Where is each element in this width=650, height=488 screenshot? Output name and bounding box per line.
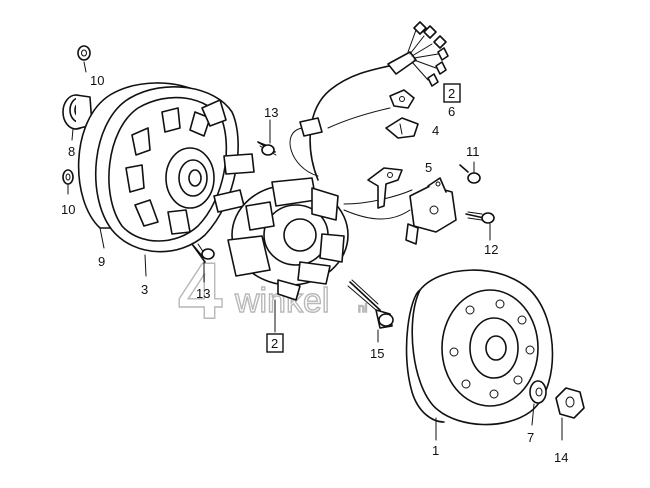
watermark-digit: 4: [178, 246, 223, 335]
label-part-13b: 13: [196, 286, 210, 301]
label-part-12: 12: [484, 242, 498, 257]
label-part-2a-box: 2: [443, 83, 461, 103]
label-part-15: 15: [370, 346, 384, 361]
watermark-suffix: nl: [358, 301, 367, 315]
bracket-5: [367, 167, 403, 209]
label-part-5: 5: [425, 160, 432, 175]
stator-cover-3: [94, 86, 255, 277]
nut-14: [555, 387, 585, 441]
label-part-13a: 13: [264, 105, 278, 120]
label-part-6: 6: [448, 104, 455, 119]
oil-seal-8: [62, 94, 93, 141]
bolt-15: [347, 279, 394, 343]
label-part-2b-box: 2: [266, 333, 284, 353]
label-part-7: 7: [527, 430, 534, 445]
washer-10-bottom: [62, 169, 74, 195]
label-part-10a: 10: [90, 73, 104, 88]
bolt-13-bottom: [191, 243, 215, 283]
flywheel-1: [405, 269, 554, 441]
label-part-3: 3: [141, 282, 148, 297]
washer-7: [529, 380, 547, 426]
label-part-2b: 2: [271, 336, 278, 351]
label-part-4: 4: [432, 123, 439, 138]
screw-11: [459, 161, 481, 184]
stator-2: [227, 177, 349, 333]
bolt-12: [465, 211, 495, 241]
label-part-9: 9: [98, 254, 105, 269]
clamp-4: [385, 117, 419, 139]
label-part-2a: 2: [448, 86, 455, 101]
label-part-11: 11: [466, 144, 480, 159]
pulse-generator: [405, 177, 457, 245]
clip-6: [389, 89, 415, 109]
wiring-harness: [289, 21, 449, 220]
label-part-14: 14: [554, 450, 568, 465]
washer-10-top: [77, 45, 91, 73]
label-part-10b: 10: [61, 202, 75, 217]
label-part-8: 8: [68, 144, 75, 159]
label-part-1: 1: [432, 443, 439, 458]
bolt-13-top: [257, 119, 277, 156]
